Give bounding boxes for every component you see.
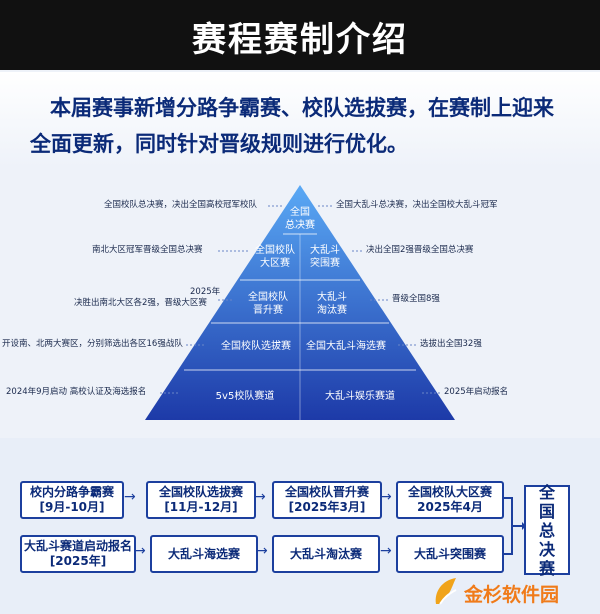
flow-step-national-promotion: 全国校队晋升赛[2025年3月] <box>272 481 382 519</box>
annotation-left-3b: 决胜出南北大区各2强，晋级大区赛 <box>74 298 207 308</box>
arrow-right-icon: → <box>254 489 266 505</box>
flow-step-brawl-audition: 大乱斗海选赛 <box>150 535 258 573</box>
annotation-right-4: 选拔出全国32强 <box>420 339 482 349</box>
intro-line-2: 全面更新，同时针对晋级规则进行优化。 <box>30 132 408 156</box>
tier4-right-label: 全国大乱斗海选赛 <box>306 341 386 352</box>
leaf-logo-icon <box>435 578 457 605</box>
watermark-text: 金杉软件园 <box>464 584 560 606</box>
arrow-right-icon: → <box>380 543 392 559</box>
header-banner: 赛程赛制介绍 <box>0 0 600 70</box>
tier5-left-label: 5v5校队赛道 <box>215 391 275 402</box>
tier2-left-label: 全国校队大区赛 <box>255 245 295 269</box>
arrow-right-icon: → <box>380 489 392 505</box>
annotation-left-1: 全国校队总决赛，决出全国高校冠军校队 <box>104 200 258 210</box>
annotation-left-4: 开设南、北两大赛区，分别筛选出各区16强战队 <box>2 339 183 349</box>
annotation-right-3: 晋级全国8强 <box>392 294 440 304</box>
flow-merge-connector <box>502 497 526 555</box>
intro-section: 本届赛事新增分路争霸赛、校队选拔赛，在赛制上迎来 全面更新，同时针对晋级规则进行… <box>0 72 600 168</box>
apex-label: 全国总决赛 <box>285 207 315 231</box>
flow-step-national-final: 全 国 总 决 赛 <box>524 483 570 578</box>
annotation-left-2: 南北大区冠军晋级全国总决赛 <box>92 245 203 255</box>
pyramid-shape <box>145 185 455 420</box>
flow-section <box>0 438 600 614</box>
tier3-left-label: 全国校队晋升赛 <box>248 292 288 316</box>
annotation-right-5: 2025年启动报名 <box>444 387 509 397</box>
annotation-left-5: 2024年9月启动 高校认证及海选报名 <box>6 387 147 397</box>
intro-text: 本届赛事新增分路争霸赛、校队选拔赛，在赛制上迎来 全面更新，同时针对晋级规则进行… <box>30 90 580 162</box>
arrow-right-icon: → <box>256 543 268 559</box>
tier2-right-label: 大乱斗突围赛 <box>310 245 340 269</box>
tier5-right-label: 大乱斗娱乐赛道 <box>325 391 395 402</box>
flow-step-brawl-breakout: 大乱斗突围赛 <box>396 535 504 573</box>
annotation-right-2: 决出全国2强晋级全国总决赛 <box>366 245 474 255</box>
arrow-right-icon: → <box>134 543 146 559</box>
annotation-right-1: 全国大乱斗总决赛，决出全国校大乱斗冠军 <box>336 200 498 210</box>
watermark-logo: 金杉软件园 <box>420 570 600 614</box>
flow-step-brawl-knockout: 大乱斗淘汰赛 <box>272 535 380 573</box>
page-title: 赛程赛制介绍 <box>192 20 408 60</box>
intro-line-1: 本届赛事新增分路争霸赛、校队选拔赛，在赛制上迎来 <box>50 96 554 120</box>
tier3-right-label: 大乱斗淘汰赛 <box>317 292 347 316</box>
tier4-left-label: 全国校队选拔赛 <box>221 341 291 352</box>
annotation-left-3a: 2025年 <box>190 287 221 297</box>
flow-step-national-selection: 全国校队选拔赛[11月-12月] <box>146 481 256 519</box>
arrow-right-icon: → <box>124 489 136 505</box>
flow-step-school-qualifier: 校内分路争霸赛[9月-10月] <box>20 481 124 519</box>
flow-step-brawl-registration: 大乱斗赛道启动报名[2025年] <box>20 535 136 573</box>
